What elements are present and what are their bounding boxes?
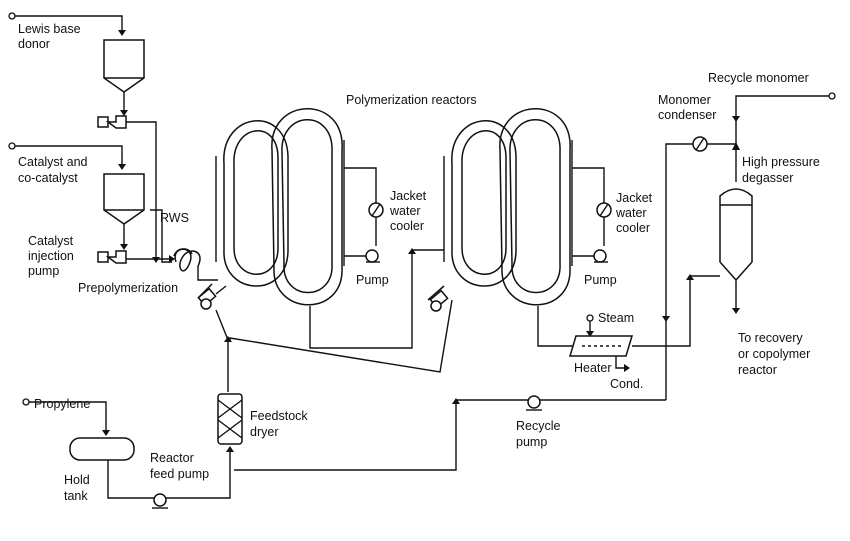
high-pressure-degasser: [719, 188, 753, 314]
catalyst-feed: [8, 142, 145, 250]
rws-line: [150, 209, 172, 263]
polymerization-reactor-2: [443, 108, 573, 324]
hold-tank-label-2: tank: [64, 489, 88, 503]
hold-tank: [69, 437, 154, 499]
heater-label: Heater: [574, 361, 612, 375]
catalyst-label-1: Catalyst and: [18, 155, 88, 169]
catalyst-label-2: co-catalyst: [18, 171, 78, 185]
propylene-inlet-icon: [22, 398, 30, 406]
recycle-pump-icon: [526, 395, 542, 411]
recycle-monomer-label: Recycle monomer: [708, 71, 809, 85]
recycle-to-feed-line: [234, 399, 528, 471]
to-recovery-label-2: or copolymer: [738, 347, 810, 361]
feedstock-dryer: [217, 393, 243, 445]
recycle-pump-label-2: pump: [516, 435, 547, 449]
jacket-cooler-1-label-1: Jacket: [390, 189, 427, 203]
jacket-water-cooler-2: [572, 167, 612, 263]
lewis-base-feed: [8, 12, 145, 116]
reactor-feed-pump-icon: [152, 493, 168, 509]
jacket-water-cooler-1: [344, 167, 384, 263]
feed-pump-outlet-line: [166, 448, 231, 499]
catalyst-pump-label-3: pump: [28, 264, 59, 278]
prepolymerization-label: Prepolymerization: [78, 281, 178, 295]
heater-to-degasser-line: [632, 275, 720, 347]
pump-2-label: Pump: [584, 273, 617, 287]
cooler-2-pump-icon: [593, 249, 607, 263]
jacket-cooler-1-label-2: water: [389, 204, 421, 218]
jacket-cooler-2-label-2: water: [615, 206, 647, 220]
heater-icon: [568, 335, 634, 357]
reactor-1-circulation-pump-icon: [197, 283, 227, 310]
degasser-label-1: High pressure: [742, 155, 820, 169]
catalyst-inlet-icon: [8, 142, 16, 150]
feedstock-dryer-label-1: Feedstock: [250, 409, 308, 423]
catalyst-pump-label-1: Catalyst: [28, 234, 74, 248]
monomer-condenser-label-2: condenser: [658, 108, 716, 122]
pump-1-label: Pump: [356, 273, 389, 287]
reactor-2-outlet-line: [537, 324, 576, 347]
labels: Lewis base donor Catalyst and co-catalys…: [18, 22, 820, 503]
lewis-base-inlet-icon: [8, 12, 16, 20]
polymerization-reactor-1: [215, 108, 345, 324]
lewis-base-label-1: Lewis base: [18, 22, 81, 36]
propylene-label: Propylene: [34, 397, 90, 411]
feedstock-dryer-label-2: dryer: [250, 425, 278, 439]
to-recovery-label-1: To recovery: [738, 331, 803, 345]
reactor-1-to-2-line: [309, 249, 444, 349]
catalyst-injection-pump-icon: [97, 250, 175, 264]
jacket-cooler-2-label-3: cooler: [616, 221, 650, 235]
cond-label: Cond.: [610, 377, 643, 391]
jacket-cooler-1-label-3: cooler: [390, 219, 424, 233]
lewis-base-hopper: [103, 39, 145, 93]
prepolymerization-coil-icon: [173, 248, 218, 281]
propylene-line: [29, 401, 107, 432]
to-recovery-label-3: reactor: [738, 363, 777, 377]
monomer-condenser-label-1: Monomer: [658, 93, 711, 107]
reactor-2-circulation-pump-icon: [427, 285, 449, 312]
recycle-monomer-line: [735, 95, 830, 144]
jacket-cooler-2-label-1: Jacket: [616, 191, 653, 205]
reactor-feed-pump-label-1: Reactor: [150, 451, 194, 465]
hold-tank-label-1: Hold: [64, 473, 90, 487]
reactor-feed-pump-label-2: feed pump: [150, 467, 209, 481]
polymerization-reactors-label: Polymerization reactors: [346, 93, 477, 107]
recycle-pump-label-1: Recycle: [516, 419, 561, 433]
degasser-label-2: degasser: [742, 171, 793, 185]
steam-label: Steam: [598, 311, 634, 325]
donor-pump-icon: [97, 115, 160, 263]
rws-label: RWS: [160, 211, 189, 225]
steam-inlet-icon: [586, 314, 594, 322]
catalyst-pump-label-2: injection: [28, 249, 74, 263]
catalyst-hopper: [103, 173, 145, 225]
recycle-monomer-outlet-icon: [828, 92, 836, 100]
lewis-base-label-2: donor: [18, 37, 50, 51]
recycle-return-line: [665, 143, 693, 400]
cooler-1-pump-icon: [365, 249, 379, 263]
feed-to-reactors-line: [215, 299, 453, 392]
